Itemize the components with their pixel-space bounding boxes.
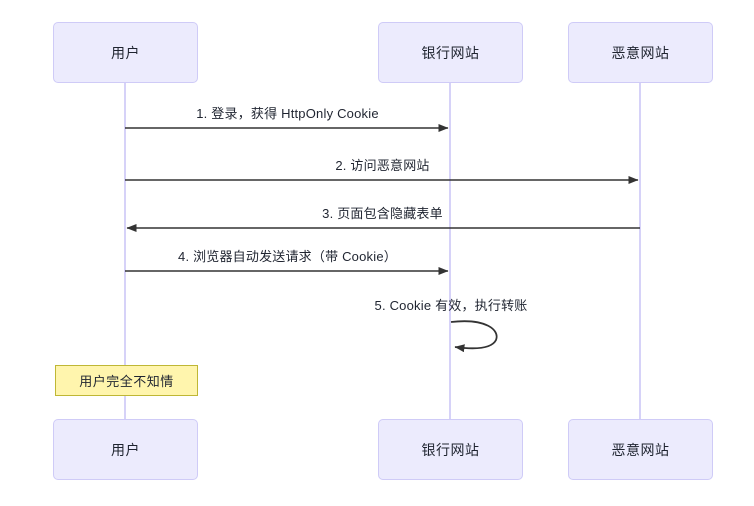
participant-user-bottom-label: 用户 xyxy=(111,441,140,458)
participant-evil-bottom-label: 恶意网站 xyxy=(611,441,670,458)
participant-user-top[interactable]: 用户 xyxy=(53,22,198,83)
lifeline-user xyxy=(124,83,126,419)
participant-evil-top-label: 恶意网站 xyxy=(611,44,670,61)
message-label-3: 3. 页面包含隐藏表单 xyxy=(322,206,443,221)
participant-bank-top[interactable]: 银行网站 xyxy=(378,22,523,83)
message-label-1: 1. 登录，获得 HttpOnly Cookie xyxy=(196,106,379,121)
participant-evil-top[interactable]: 恶意网站 xyxy=(568,22,713,83)
note-user-unaware-label: 用户完全不知情 xyxy=(79,374,174,389)
message-arrow-5-self-loop xyxy=(450,320,498,353)
participant-evil-bottom[interactable]: 恶意网站 xyxy=(568,419,713,480)
participant-user-top-label: 用户 xyxy=(111,44,140,61)
lifeline-evil xyxy=(639,83,641,419)
participant-bank-top-label: 银行网站 xyxy=(421,44,480,61)
participant-bank-bottom-label: 银行网站 xyxy=(421,441,480,458)
note-user-unaware: 用户完全不知情 xyxy=(55,365,198,396)
participant-user-bottom[interactable]: 用户 xyxy=(53,419,198,480)
lifeline-bank xyxy=(449,83,451,419)
message-label-5: 5. Cookie 有效，执行转账 xyxy=(374,298,528,313)
message-label-4: 4. 浏览器自动发送请求（带 Cookie） xyxy=(178,249,397,264)
message-label-2: 2. 访问恶意网站 xyxy=(335,158,430,173)
participant-bank-bottom[interactable]: 银行网站 xyxy=(378,419,523,480)
